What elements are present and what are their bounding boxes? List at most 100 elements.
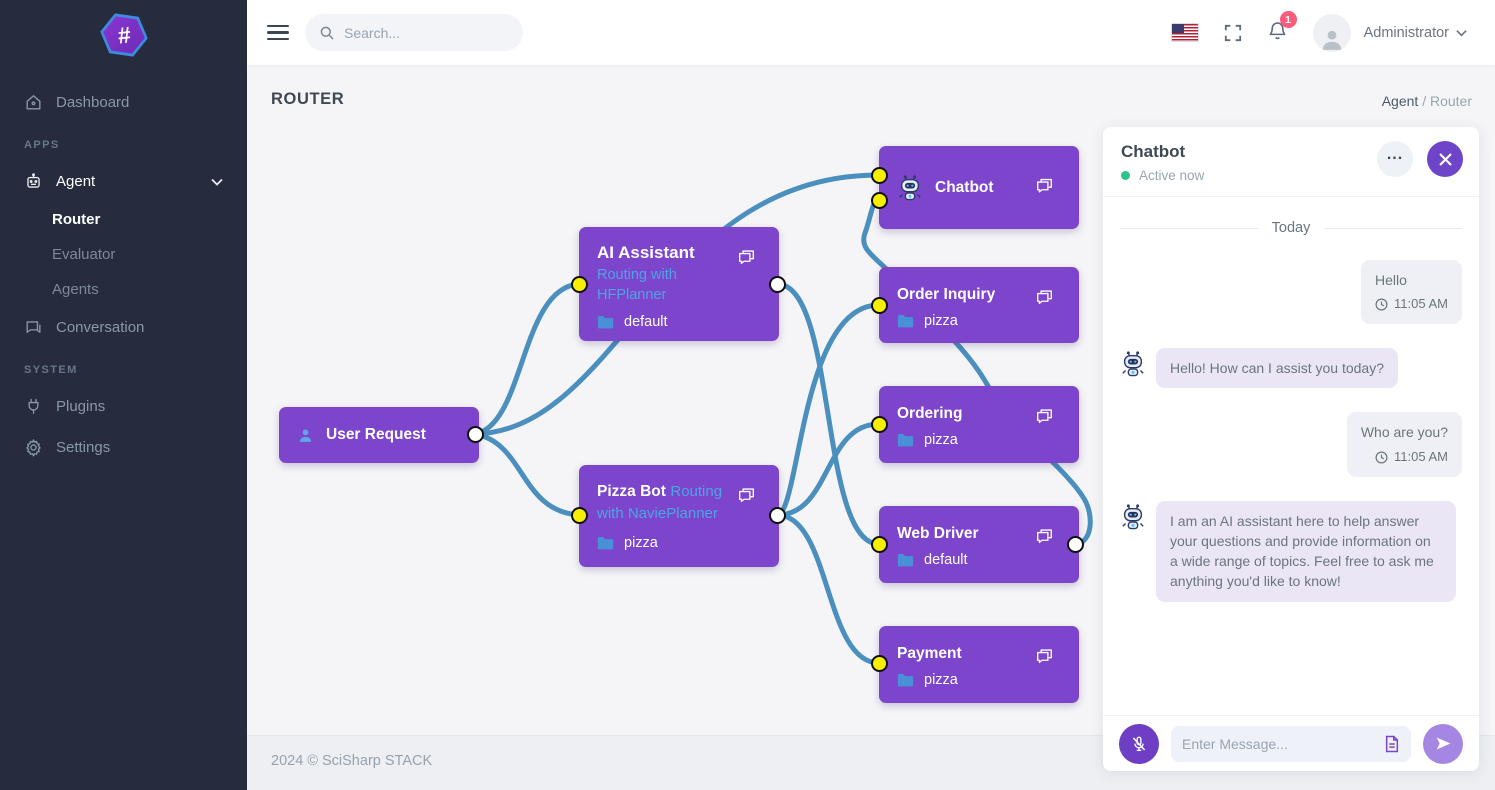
handle-white-pizza-bot[interactable]	[768, 506, 786, 524]
notifications-button[interactable]: 1	[1267, 11, 1297, 46]
edge-pizza-bot-to-order-inquiry[interactable]	[774, 302, 882, 518]
handle-white-user-request[interactable]	[466, 425, 484, 443]
handle-yellow-web-driver[interactable]	[870, 535, 888, 553]
node-folder-label: pizza	[924, 313, 958, 329]
message-bubble: Hello! How can I assist you today?	[1156, 348, 1398, 389]
sidebar-item-router[interactable]: Router	[52, 211, 101, 228]
person-icon	[297, 427, 314, 444]
breadcrumb-separator: /	[1422, 93, 1427, 109]
chat-input-bar	[1103, 715, 1479, 771]
menu-toggle-icon[interactable]	[267, 21, 289, 45]
edge-web-driver-to-chatbot[interactable]	[861, 197, 1093, 547]
breadcrumb: Agent / Router	[1382, 93, 1472, 109]
sidebar-section-system: SYSTEM	[24, 364, 78, 376]
breadcrumb-parent[interactable]: Agent	[1381, 93, 1419, 109]
clock-icon	[1375, 298, 1388, 311]
bell-icon	[1269, 22, 1285, 40]
node-title: User Request	[326, 426, 426, 443]
sidebar-item-conversation[interactable]: Conversation	[0, 307, 247, 348]
node-chatbot[interactable]: Chatbot	[879, 146, 1079, 229]
robot-avatar-icon	[897, 174, 923, 202]
message-text: Who are you?	[1360, 424, 1448, 441]
chat-copy-icon[interactable]	[738, 249, 755, 270]
user-avatar-icon	[1322, 30, 1341, 50]
search-icon	[320, 26, 334, 40]
handle-yellow-chatbot[interactable]	[870, 166, 888, 184]
handle-yellow-payment[interactable]	[870, 654, 888, 672]
node-folder-label: default	[924, 552, 968, 568]
node-web-driver[interactable]: Web Driver default	[879, 506, 1079, 583]
mic-mute-button[interactable]	[1119, 723, 1159, 764]
clock-icon	[1375, 451, 1388, 464]
chat-close-button[interactable]	[1427, 141, 1463, 177]
folder-icon	[897, 673, 914, 687]
node-title: Web Driver	[897, 525, 979, 542]
chat-status-label: Active now	[1139, 168, 1205, 183]
handle-yellow-ai-assistant[interactable]	[570, 275, 588, 293]
sidebar-item-settings[interactable]: Settings	[0, 427, 247, 468]
edge-user-request-to-ai-assistant[interactable]	[472, 281, 582, 437]
handle-yellow-order-inquiry[interactable]	[870, 296, 888, 314]
chat-copy-icon[interactable]	[738, 487, 755, 508]
attach-document-icon[interactable]	[1384, 735, 1400, 753]
sidebar-item-label: Plugins	[56, 398, 106, 415]
chat-copy-icon[interactable]	[1036, 177, 1053, 198]
send-button[interactable]	[1423, 723, 1463, 764]
notification-badge: 1	[1279, 11, 1297, 28]
handle-white-web-driver[interactable]	[1066, 535, 1084, 553]
sidebar-item-dashboard[interactable]: Dashboard	[0, 82, 247, 123]
chat-message-incoming: Hello! How can I assist you today?	[1120, 348, 1462, 389]
handle-yellow-ordering[interactable]	[870, 415, 888, 433]
bot-avatar-icon	[1120, 350, 1147, 380]
node-title: Chatbot	[935, 178, 994, 196]
search-input[interactable]	[344, 24, 494, 41]
chat-copy-icon[interactable]	[1036, 408, 1053, 429]
message-input[interactable]	[1182, 735, 1376, 752]
node-title: Ordering	[897, 405, 963, 422]
search-box[interactable]	[305, 14, 523, 51]
folder-icon	[597, 315, 614, 329]
edge-pizza-bot-to-payment[interactable]	[774, 512, 882, 666]
chat-copy-icon[interactable]	[1036, 528, 1053, 549]
edge-user-request-to-pizza-bot[interactable]	[472, 431, 582, 518]
chat-header: Chatbot Active now ...	[1103, 127, 1479, 197]
sidebar-item-agent[interactable]: Agent	[0, 161, 247, 202]
language-flag-us-icon[interactable]	[1170, 23, 1199, 42]
node-folder-label: default	[624, 314, 668, 331]
node-subtitle: Routing with HFPlanner	[597, 267, 677, 303]
edge-pizza-bot-to-ordering[interactable]	[774, 421, 882, 518]
brand-logo[interactable]: #	[0, 0, 247, 70]
message-input-wrap	[1171, 725, 1411, 762]
chat-copy-icon[interactable]	[1036, 648, 1053, 669]
node-user-request[interactable]: User Request	[279, 407, 479, 463]
user-menu[interactable]: Administrator	[1364, 25, 1467, 41]
sidebar-item-plugins[interactable]: Plugins	[0, 386, 247, 427]
node-folder-label: pizza	[624, 534, 658, 551]
handle-yellow-chatbot[interactable]	[870, 191, 888, 209]
user-name-label: Administrator	[1363, 24, 1449, 41]
edge-ai-assistant-to-web-driver[interactable]	[774, 281, 882, 547]
handle-yellow-pizza-bot[interactable]	[570, 506, 588, 524]
sidebar-item-evaluator[interactable]: Evaluator	[52, 246, 116, 263]
sidebar-item-agents[interactable]: Agents	[52, 281, 99, 298]
chat-copy-icon[interactable]	[1036, 289, 1053, 310]
sidebar-item-label: Settings	[56, 439, 111, 456]
fullscreen-button[interactable]	[1224, 24, 1242, 42]
chat-more-button[interactable]: ...	[1377, 141, 1413, 177]
avatar[interactable]	[1312, 13, 1351, 52]
node-subtitle: Routing with NaviePlanner	[597, 483, 723, 523]
breadcrumb-current: Router	[1429, 93, 1472, 109]
message-text: Hello	[1375, 272, 1407, 288]
handle-white-ai-assistant[interactable]	[768, 275, 786, 293]
chat-icon	[24, 318, 43, 337]
